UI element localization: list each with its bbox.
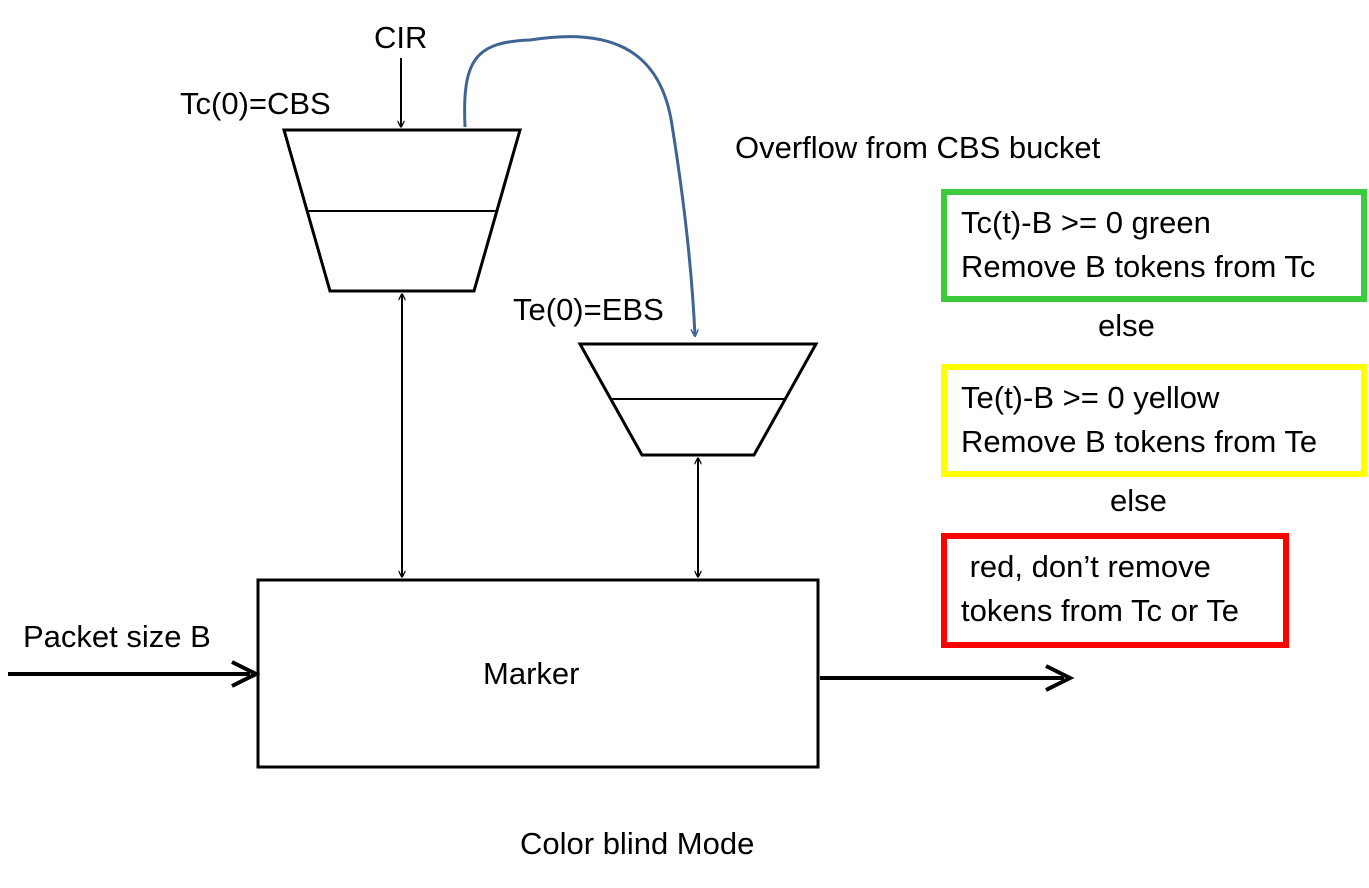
marker-label: Marker [483,656,580,691]
cir-label: CIR [374,20,428,55]
cbs-bucket [282,128,522,293]
overflow-label: Overflow from CBS bucket [735,130,1101,165]
else-label-2: else [1110,483,1167,518]
green-condition-line2: Remove B tokens from Tc [961,249,1316,284]
te-initial-label: Te(0)=EBS [513,292,664,327]
packet-size-label: Packet size B [23,619,211,654]
yellow-condition-box: Te(t)-B >= 0 yellow Remove B tokens from… [941,364,1367,477]
green-condition-box: Tc(t)-B >= 0 green Remove B tokens from … [941,189,1367,302]
input-arrow [8,660,261,688]
tc-initial-label: Tc(0)=CBS [180,86,331,121]
output-arrow [820,664,1075,692]
red-condition-line2: tokens from Tc or Te [961,593,1239,628]
yellow-condition-line2: Remove B tokens from Te [961,424,1318,459]
overflow-curve [463,35,695,336]
yellow-condition-line1: Te(t)-B >= 0 yellow [961,380,1220,415]
red-condition-line1: red, don’t remove [961,549,1211,584]
ebs-bucket [577,342,819,457]
red-condition-box: red, don’t remove tokens from Tc or Te [941,533,1289,648]
caption: Color blind Mode [520,826,755,861]
green-condition-line1: Tc(t)-B >= 0 green [961,205,1211,240]
else-label-1: else [1098,308,1155,343]
